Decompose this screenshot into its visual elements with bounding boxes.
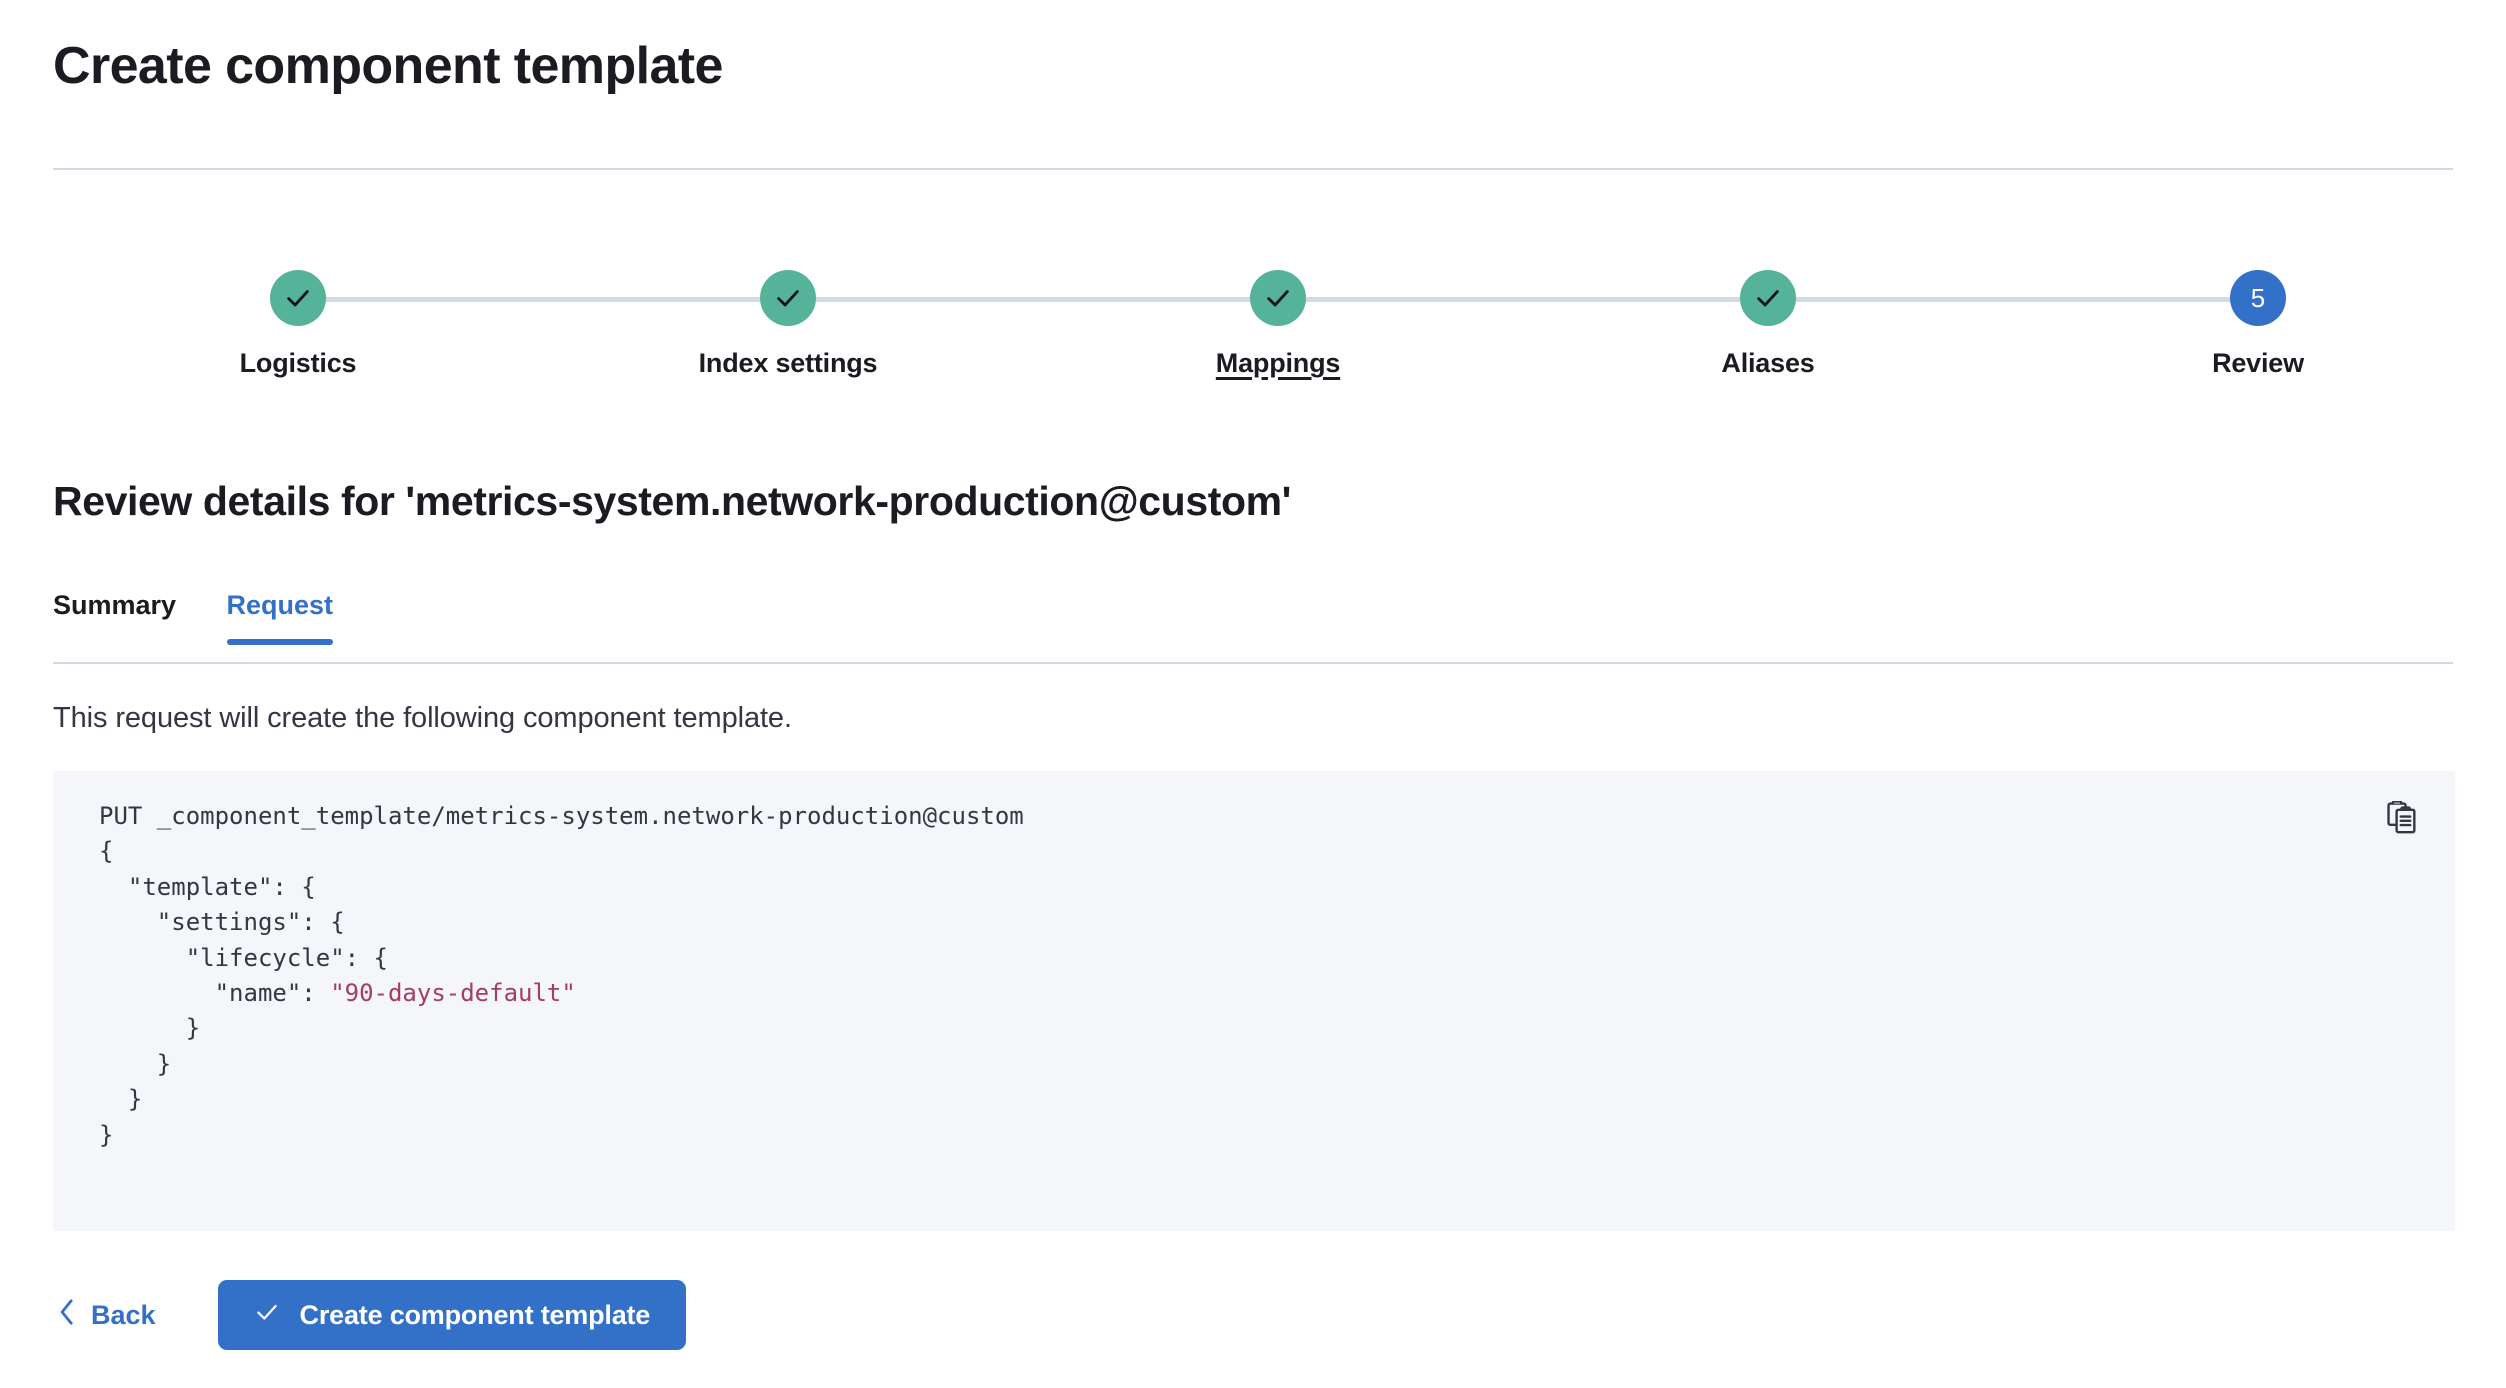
step-number-review: 5 [2250, 283, 2266, 313]
step-label-aliases: Aliases [1721, 348, 1815, 378]
step-aliases[interactable]: Aliases [1618, 252, 1918, 379]
step-index-settings[interactable]: Index settings [638, 252, 938, 379]
request-code-panel: PUT _component_template/metrics-system.n… [53, 771, 2455, 1231]
wizard-footer-actions: Back Create component template [53, 1280, 687, 1350]
check-icon [774, 284, 802, 312]
step-label-mappings[interactable]: Mappings [1215, 348, 1341, 378]
copy-icon[interactable] [2379, 795, 2425, 841]
step-circle-logistics[interactable] [270, 270, 326, 326]
check-icon [284, 284, 312, 312]
code-line-1: { [99, 837, 114, 866]
create-component-template-button-label: Create component template [299, 1299, 651, 1330]
step-label-logistics: Logistics [239, 348, 357, 378]
tab-summary[interactable]: Summary [53, 590, 177, 620]
step-logistics[interactable]: Logistics [148, 252, 448, 379]
code-line-3: "settings": { [99, 908, 345, 937]
code-line-4: "lifecycle": { [99, 943, 388, 972]
code-request-line: PUT _component_template/metrics-system.n… [99, 802, 1024, 830]
step-mappings[interactable]: Mappings [1128, 252, 1428, 379]
review-heading: Review details for 'metrics-system.netwo… [53, 478, 1292, 524]
step-circle-aliases[interactable] [1740, 270, 1796, 326]
step-circle-review[interactable]: 5 [2230, 270, 2286, 326]
check-icon [254, 1299, 280, 1332]
back-button[interactable]: Back [53, 1288, 160, 1343]
code-line-5: "name": [99, 979, 331, 1008]
back-button-label: Back [91, 1299, 156, 1330]
step-review[interactable]: 5 Review [2108, 252, 2408, 379]
request-description: This request will create the following c… [53, 702, 792, 734]
chevron-left-icon [57, 1298, 77, 1333]
code-line-7: } [99, 1049, 172, 1078]
code-line-9: } [99, 1120, 114, 1149]
code-line-6: } [99, 1014, 201, 1043]
tab-request[interactable]: Request [226, 590, 333, 645]
page-title: Create component template [53, 37, 723, 95]
create-component-template-button[interactable]: Create component template [217, 1280, 687, 1350]
request-code-content: PUT _component_template/metrics-system.n… [99, 799, 1024, 1153]
code-line-8: } [99, 1085, 143, 1114]
stepper: Logistics Index settings Mappings [53, 252, 2453, 397]
code-line-2: "template": { [99, 872, 316, 901]
title-divider [53, 168, 2453, 170]
check-icon [1754, 284, 1782, 312]
step-label-review: Review [2212, 348, 2304, 378]
step-circle-mappings[interactable] [1250, 270, 1306, 326]
step-circle-index-settings[interactable] [760, 270, 816, 326]
step-label-index-settings: Index settings [698, 348, 878, 378]
tab-bar: Summary Request [53, 590, 2453, 664]
check-icon [1264, 284, 1292, 312]
code-string-value: "90-days-default" [330, 979, 576, 1008]
